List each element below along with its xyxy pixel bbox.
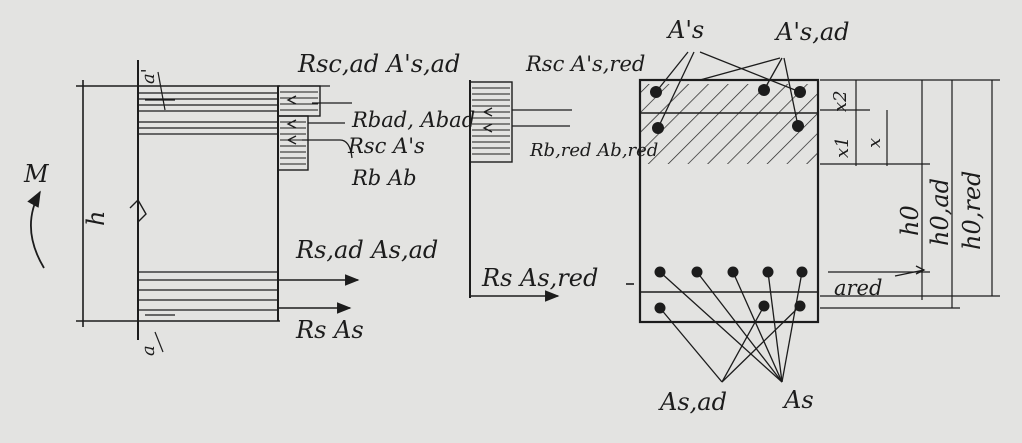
label-As-prime: A's [668,16,705,44]
label-As: As [784,386,814,414]
left-section-diagram [27,60,360,353]
label-As-ad-prime: A's,ad [776,18,850,46]
x-label: x [864,137,885,148]
right-cross-section [626,51,1000,383]
a-label: a [138,345,159,356]
label-As-ad: As,ad [660,388,727,416]
h0-ad-label: h0,ad [926,177,954,246]
force-b-label: Rb Ab [352,166,417,190]
a-red-label: ared [834,276,883,300]
x1-label: x1 [832,136,853,158]
force-s-ad-label: Rs,ad As,ad [296,236,439,264]
force-bad-label: Rbad, Abad [352,108,476,132]
h0-red-label: h0,red [958,170,986,250]
h0-label: h0 [896,205,924,236]
force-sc-ad-label: Rsc,ad A's,ad [298,50,461,78]
a-prime-label: a' [138,68,159,84]
height-label: h [82,210,110,226]
force-b-red-label: Rb,red Ab,red [530,140,659,161]
moment-label: M [24,160,49,188]
force-s-red-label: Rs As,red [482,264,599,292]
force-s-label: Rs As [296,316,364,344]
x2-label: x2 [830,90,851,112]
middle-reduced-diagram [469,80,572,302]
force-sc-red-label: Rsc A's,red [526,52,646,76]
force-sc-label: Rsc A's [348,134,425,158]
